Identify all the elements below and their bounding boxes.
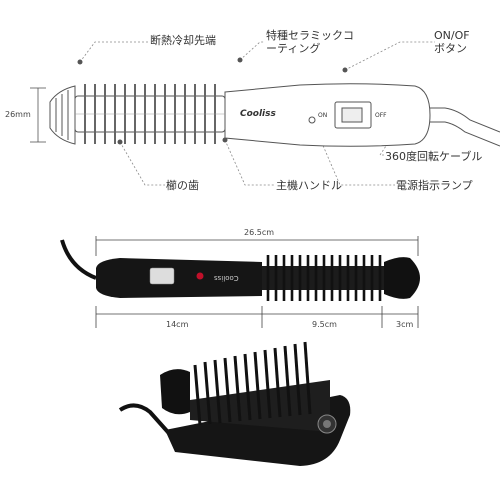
diameter-marker bbox=[30, 87, 46, 143]
label-power-lamp: 電源指示ランプ bbox=[396, 179, 473, 192]
dim-tip-length: 3cm bbox=[396, 320, 414, 329]
brand-logo-outline: Cooliss bbox=[240, 109, 276, 119]
dim-handle-length: 14cm bbox=[166, 320, 189, 329]
brand-logo-black: Cooliss bbox=[214, 274, 239, 282]
label-onoff-line2: ボタン bbox=[434, 42, 467, 55]
dimension-lines bbox=[95, 236, 419, 328]
switch-label-off: OFF bbox=[375, 112, 387, 119]
label-ceramic-line2: ーティング bbox=[266, 42, 321, 55]
cool-tip-black bbox=[384, 257, 420, 299]
label-onoff-line1: ON/OF bbox=[434, 29, 470, 42]
cord bbox=[60, 239, 97, 280]
angled-product bbox=[118, 341, 351, 466]
label-rotating-cable: 360度回転ケーブル bbox=[385, 150, 483, 163]
handle-body bbox=[96, 258, 262, 298]
dim-brush-length: 9.5cm bbox=[312, 320, 337, 329]
power-switch bbox=[149, 267, 175, 285]
indicator-lamp bbox=[196, 272, 204, 280]
label-main-handle: 主機ハンドル bbox=[276, 179, 342, 192]
leader-lines bbox=[79, 41, 435, 186]
label-comb-teeth: 櫛の歯 bbox=[166, 179, 199, 192]
label-cool-tip: 断熱冷却先端 bbox=[150, 34, 216, 47]
bristles-black bbox=[266, 255, 382, 301]
label-ceramic-line1: 特種セラミックコ bbox=[266, 29, 354, 42]
switch-label-on: ON bbox=[318, 112, 328, 119]
dim-diameter: 26mm bbox=[5, 110, 31, 119]
dim-total-length: 26.5cm bbox=[244, 228, 275, 237]
